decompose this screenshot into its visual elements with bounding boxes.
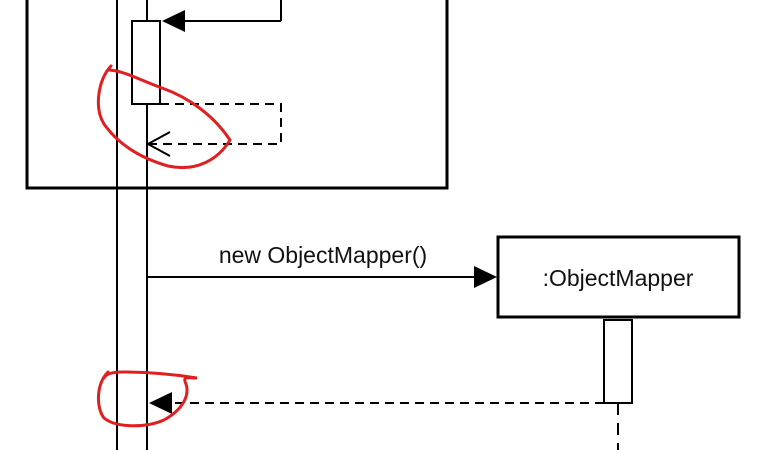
objectmapper-activation-bar [603, 319, 633, 404]
self-return-arrowhead [145, 131, 171, 157]
objectmapper-label: :ObjectMapper [543, 265, 694, 291]
self-call-arrowhead [162, 10, 185, 32]
create-message-arrowhead [474, 266, 497, 288]
red-annotation-circle-lower [97, 370, 198, 428]
objectmapper-box [496, 235, 741, 319]
red-annotation-circle-upper [96, 64, 232, 169]
objectmapper-return-arrowhead [149, 392, 172, 414]
self-return-arrow [150, 103, 282, 145]
nested-activation-bar [131, 20, 161, 105]
fragment-frame [25, 0, 449, 190]
create-message-label: new ObjectMapper() [219, 242, 427, 268]
